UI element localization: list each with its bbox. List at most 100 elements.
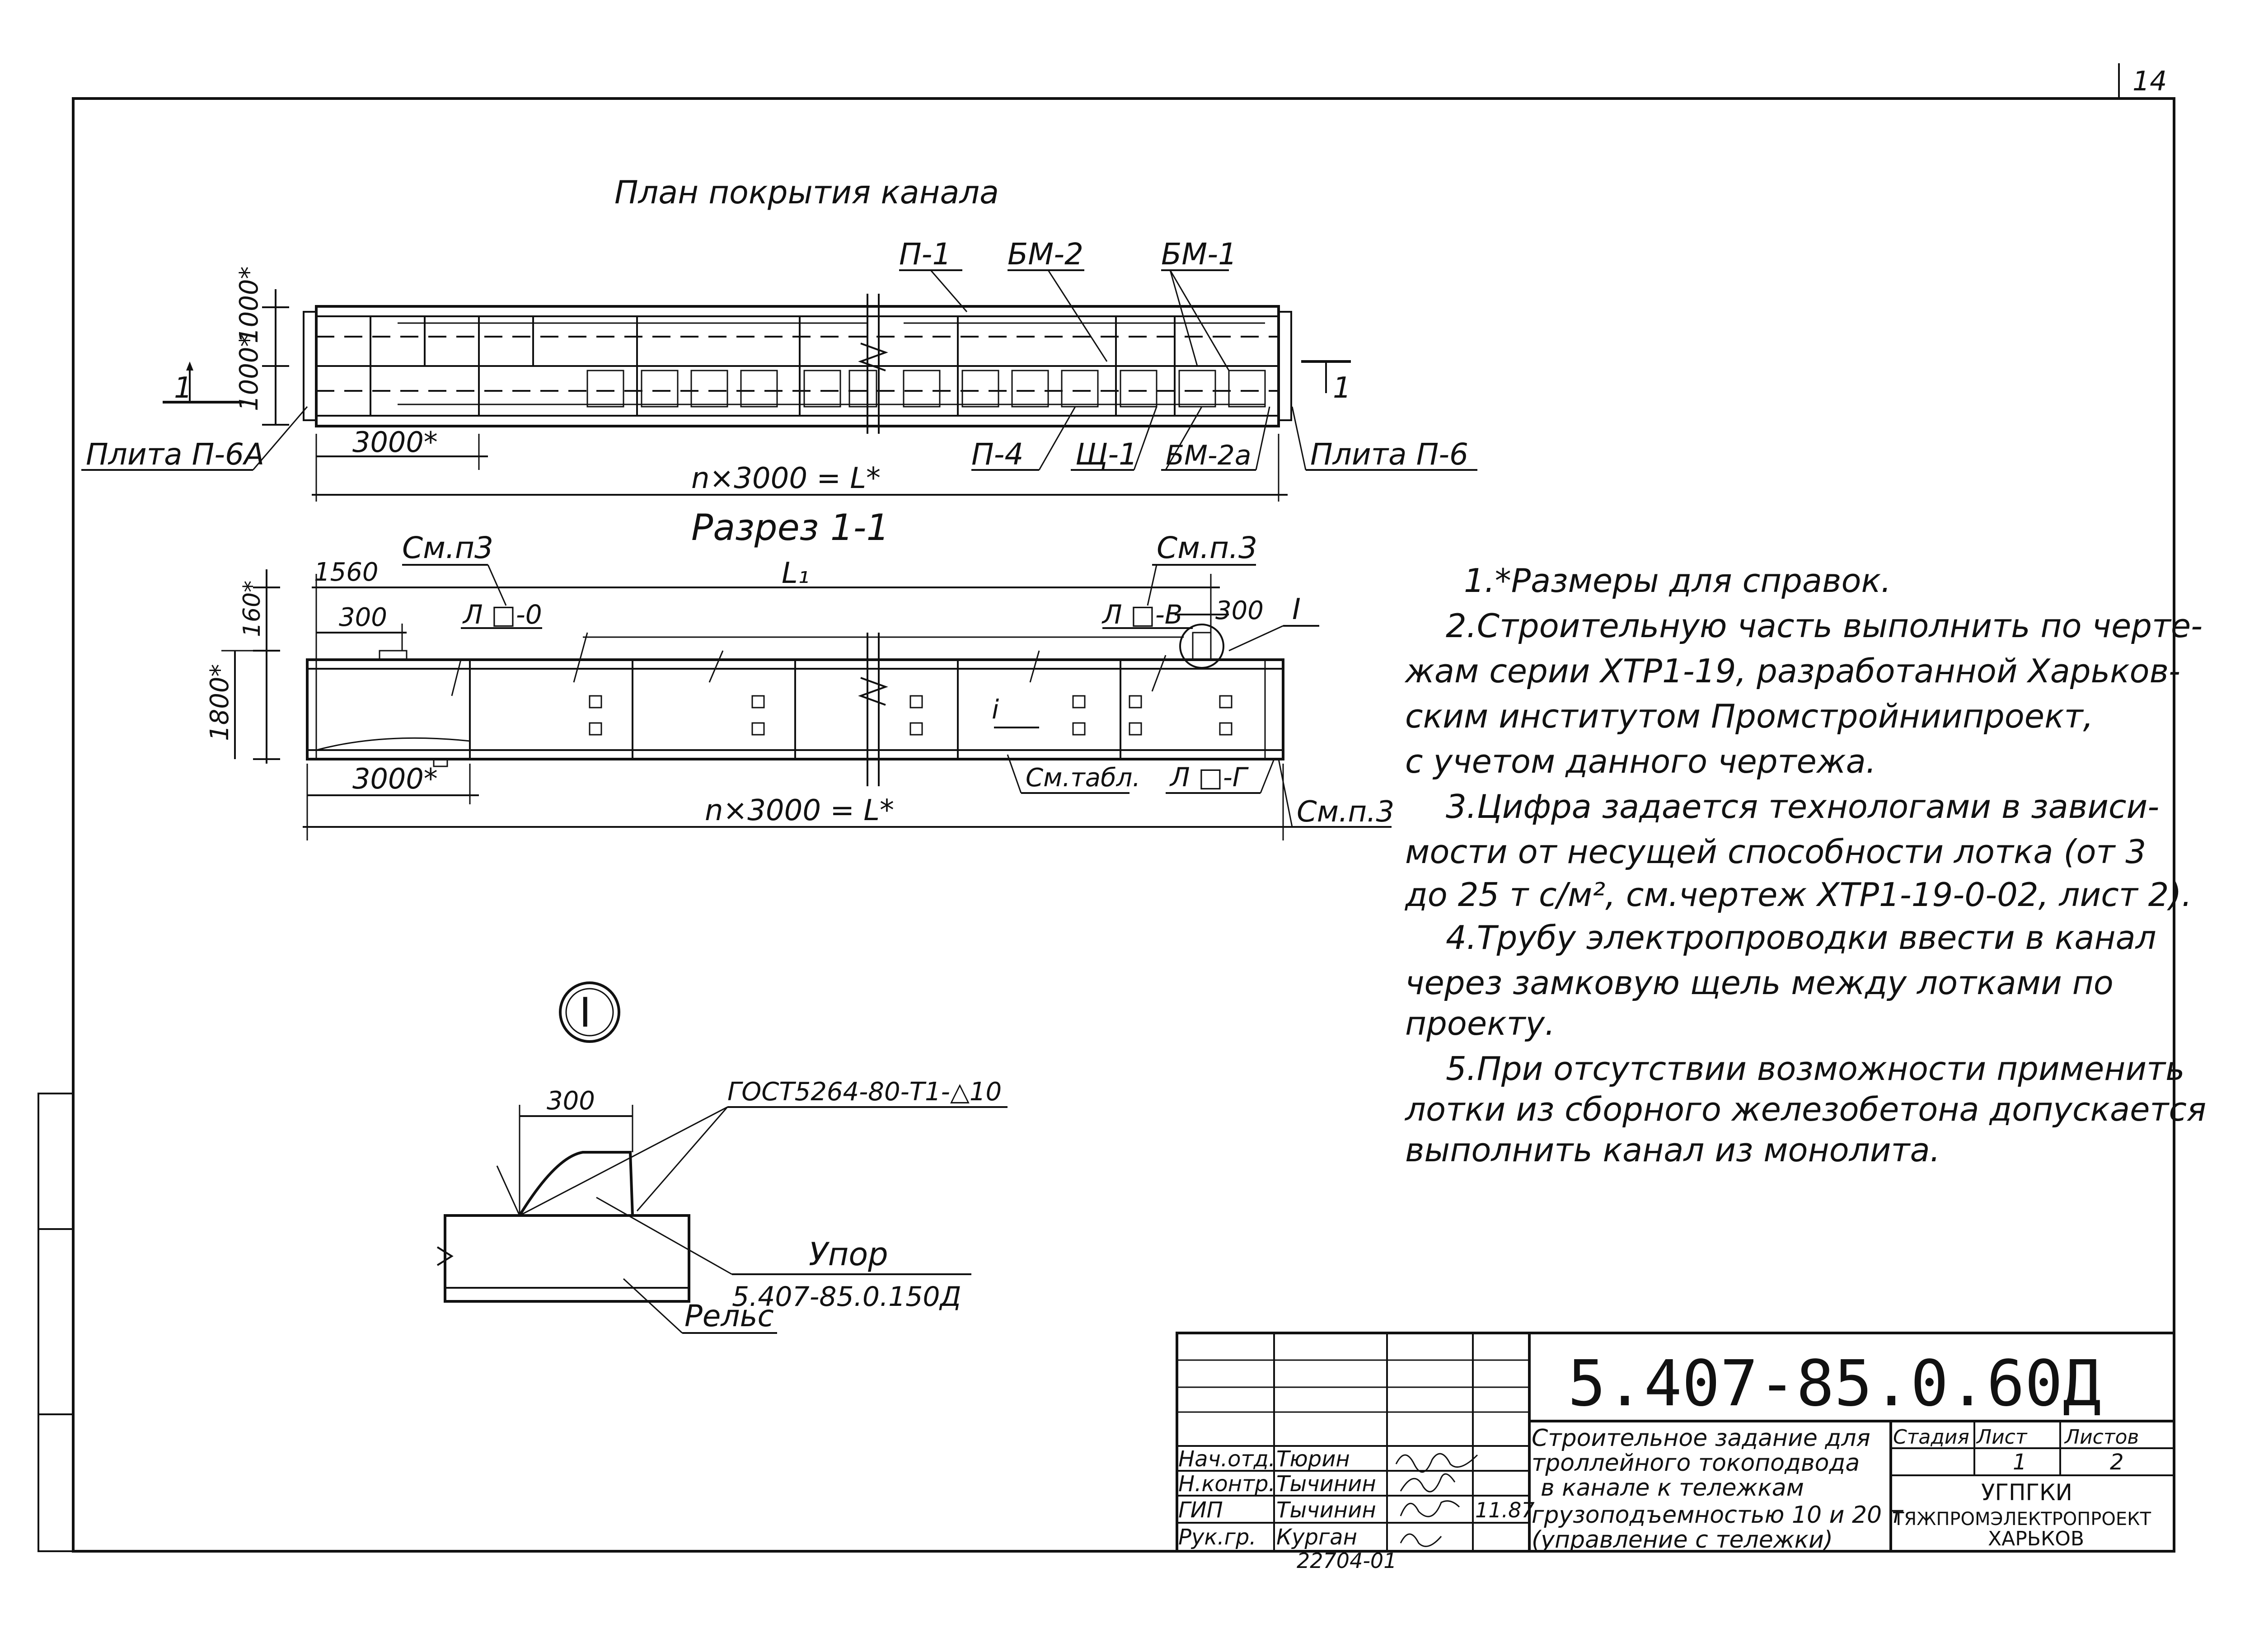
label-see-p3-right: См.п.3 [1157,530,1257,565]
rail-leader [623,1278,683,1334]
title-line: в канале к тележкам [1541,1474,1804,1502]
label-slope: i [992,694,999,725]
leader [487,564,507,606]
title-line: троллейного токоподвода [1532,1450,1860,1477]
detail-mark-label: I [579,989,591,1037]
plan-title: План покрытия канала [614,174,999,211]
detail-mark-circle [559,981,620,1043]
leader [1165,406,1203,470]
note-line: 3.Цифра задается технологами в зависи- [1446,788,2159,826]
sign-date: 11.87 [1475,1498,1535,1522]
title-line: (управление с тележки) [1532,1526,1833,1553]
dim-3000-section: 3000* [352,762,438,795]
header-sheets: Листов [2064,1426,2139,1449]
label-plate-right: Плита П-6 [1310,437,1468,472]
stop-label: Упор [809,1236,888,1273]
dim-1000-b: 1000* [234,334,264,411]
label-l-bottom: Л □-Г [1169,762,1249,793]
leader [1255,406,1270,470]
cut-mark-left [163,361,244,404]
section-dimensions [221,569,1292,840]
note-line: жам серии ХТР1-19, разработанной Харьков… [1404,652,2180,690]
leader [1038,406,1076,470]
stop-leader [596,1197,732,1275]
leader [1278,759,1293,827]
cut-mark-left-label: 1 [174,371,192,405]
value-sheet: 1 [2013,1450,2027,1475]
weld-label: ГОСТ5264-80-Т1-△10 [727,1077,1002,1107]
note-line: проекту. [1405,1004,1555,1042]
staff-name: Тычинин [1276,1471,1376,1497]
label-l-mid: Л □-В [1101,599,1183,630]
signatures [1395,1453,1478,1547]
cut-mark-right-label: 1 [1333,371,1351,405]
org-line: УГПГКИ [1981,1479,2072,1506]
leader [930,270,968,312]
label-plate-left: Плита П-6А [86,437,264,472]
leader [1147,564,1158,606]
note-line: 1.*Размеры для справок. [1464,562,1891,600]
title-line: Строительное задание для [1532,1425,1870,1452]
leader [1169,270,1198,366]
dim-1800: 1800* [205,664,234,741]
title-line: грузоподъемностью 10 и 20 т [1532,1502,1904,1529]
stamp-number: 22704-01 [1297,1549,1397,1573]
note-line: 4.Трубу электропроводки ввести в канал [1446,919,2156,957]
drawing-code: 5.407-85.0.60Д [1568,1347,2101,1421]
label-p4: П-4 [971,437,1023,472]
staff-role: Нач.отд. [1178,1446,1275,1472]
staff-role: Рук.гр. [1178,1525,1256,1550]
dim-3000: 3000* [352,426,438,459]
leader [1133,406,1158,470]
label-bm2: БМ-2 [1008,237,1083,272]
header-sheet: Лист [1976,1426,2028,1449]
sheet-number: 14 [2132,66,2167,97]
leader [1047,270,1108,362]
plan-view [303,294,1292,434]
label-bm2a: БМ-2а [1166,440,1251,471]
note-line: ским институтом Промстройниипроект, [1405,697,2093,735]
detail-dim-300: 300 [547,1086,595,1116]
note-line: лотки из сборного железобетона допускает… [1404,1090,2206,1128]
rail-label: Рельс [684,1299,774,1333]
label-see-p3-left: См.п3 [402,530,493,565]
leader [1291,406,1307,470]
note-line: с учетом данного чертежа. [1405,742,1876,780]
note-line: до 25 т с/м², см.чертеж ХТР1-19-0-02, ли… [1404,876,2192,914]
dim-total-section: n×3000 = L* [705,794,894,827]
org-line: ХАРЬКОВ [1988,1527,2084,1550]
note-line: мости от несущей способности лотка (от 3 [1405,833,2146,871]
note-line: выполнить канал из монолита. [1405,1131,1940,1169]
value-sheets: 2 [2110,1450,2124,1475]
title-block [1176,1332,2175,1553]
note-line: через замковую щель между лотками по [1405,964,2114,1002]
dim-300-left: 300 [339,603,387,632]
detail-mark-circle-inner [565,988,614,1037]
section-view [306,624,1284,786]
staff-name: Тюрин [1276,1446,1350,1472]
header-stage: Стадия [1893,1426,1969,1449]
plan-dimensions [262,289,1288,502]
note-line: 5.При отсутствии возможности применить [1446,1050,2185,1088]
section-title: Разрез 1-1 [691,507,889,549]
leader [1169,270,1230,371]
label-l-left: Л □-0 [462,599,542,630]
weld-leader [519,1106,728,1216]
label-detail-mark: I [1292,593,1301,626]
weld-leader [636,1107,728,1211]
label-see-table: См.табл. [1026,763,1140,793]
staff-name: Тычинин [1276,1497,1376,1523]
org-line: ТЯЖПРОМЭЛЕКТРОПРОЕКТ [1893,1509,2151,1530]
leader [1007,754,1022,793]
dim-l1: L₁ [782,557,809,590]
leader [1228,625,1284,652]
dim-300-right: 300 [1215,596,1264,625]
dim-160: 160* [239,581,266,637]
staff-table: Нач.отд. Тюрин Н.контр. Тычинин ГИП Тычи… [1178,1446,1376,1550]
leader [252,406,308,470]
dim-1000-a: 1000* [234,266,264,343]
detail-view [436,1105,690,1303]
stop-code: 5.407-85.0.150Д [732,1281,961,1313]
label-shch1: Щ-1 [1075,437,1138,472]
label-see-p3-bottom: См.п.3 [1297,795,1394,829]
